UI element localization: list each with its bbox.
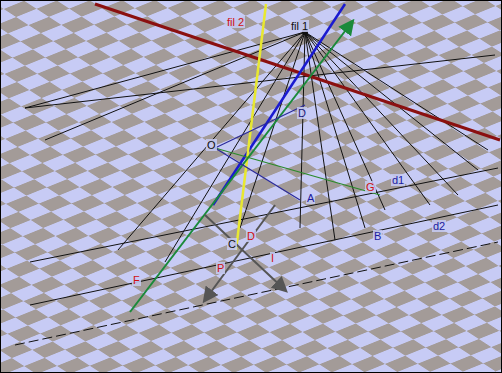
grey-arrow xyxy=(205,215,285,290)
green-axis xyxy=(130,22,352,312)
yellow-wire xyxy=(236,4,266,250)
grey-arrow xyxy=(205,205,275,300)
point-label: P xyxy=(216,262,225,274)
point-label: C xyxy=(227,238,237,250)
point-label: D xyxy=(246,230,256,242)
point-label: I xyxy=(270,252,275,264)
point-label: G xyxy=(365,181,376,193)
blue-segment xyxy=(215,148,300,200)
point-label: A xyxy=(306,192,315,204)
point-label: D xyxy=(297,107,307,119)
point-label: F xyxy=(132,274,141,286)
green-segment xyxy=(215,148,380,195)
wire-name: fil 1 xyxy=(290,20,309,32)
point-label: B xyxy=(373,230,382,242)
line-label: d1 xyxy=(391,174,405,186)
red-line xyxy=(95,4,500,140)
point-label: O xyxy=(206,139,217,151)
blue-wire xyxy=(213,4,345,205)
wire-name: fil 2 xyxy=(226,16,245,28)
line-label: d2 xyxy=(432,220,446,232)
blue-segment xyxy=(215,105,305,148)
